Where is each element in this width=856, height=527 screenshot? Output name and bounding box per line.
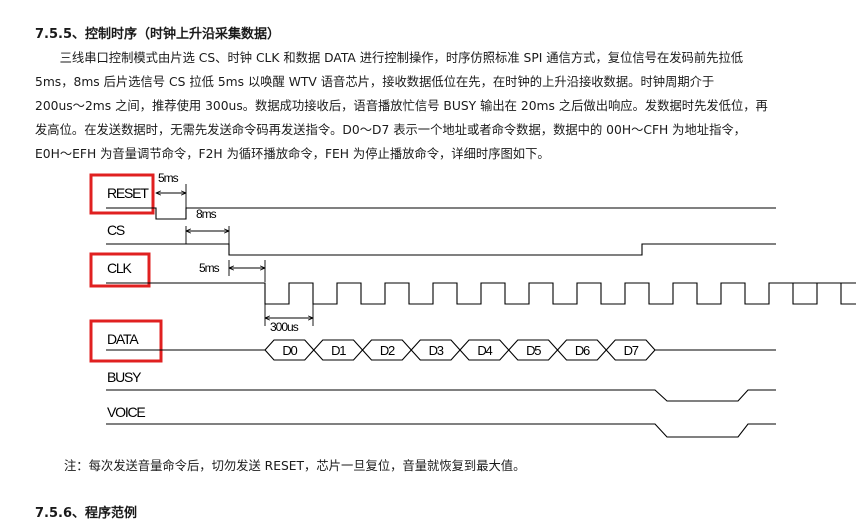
waveform-busy — [106, 389, 776, 402]
highlight-box-reset — [89, 173, 155, 215]
waveform-reset — [106, 207, 776, 220]
data-bit-label: D2 — [380, 343, 395, 358]
data-bit-label: D0 — [282, 343, 297, 358]
highlight-box-data — [89, 319, 163, 363]
signal-label-voice: VOICE — [107, 404, 145, 420]
data-bit-cell — [605, 339, 656, 361]
signal-label-busy: BUSY — [107, 369, 142, 385]
note-text: 注：每次发送音量命令后，切勿发送 RESET，芯片一旦复位，音量就恢复到最大值。 — [64, 459, 526, 473]
data-bit-label: D4 — [477, 343, 492, 358]
data-bits-group: D0 D1 D2 D3 D4 D5 D6 D7 — [264, 339, 656, 361]
data-bit-label: D3 — [429, 343, 444, 358]
paragraph-line: 5ms，8ms 后片选信号 CS 拉低 5ms 以唤醒 WTV 语音芯片，接收数… — [35, 75, 715, 89]
dim-label-reset-low: 5ms — [158, 171, 179, 185]
waveform-voice — [106, 423, 776, 438]
signal-label-cs: CS — [107, 222, 125, 238]
paragraph-line: E0H～EFH 为音量调节命令，F2H 为循环播放命令，FEH 为停止播放命令，… — [35, 147, 550, 161]
section-heading-next: 7.5.6、程序范例 — [35, 506, 138, 521]
paragraph-line: 发高位。在发送数据时，无需先发送命令码再发送指令。D0～D7 表示一个地址或者命… — [35, 123, 746, 137]
paragraph-line: 三线串口控制模式由片选 CS、时钟 CLK 和数据 DATA 进行控制操作，时序… — [35, 51, 744, 65]
data-bit-label: D6 — [575, 343, 590, 358]
data-bit-label: D5 — [526, 343, 541, 358]
signal-label-reset: RESET — [107, 185, 149, 201]
data-bit-label: D1 — [331, 343, 346, 358]
dim-label-reset-to-cs: 8ms — [196, 207, 217, 221]
data-bit-label: D7 — [624, 343, 639, 358]
signal-label-clk: CLK — [107, 260, 132, 276]
paragraph-line: 200us～2ms 之间，推荐使用 300us。数据成功接收后，语音播放忙信号 … — [35, 99, 768, 113]
signal-label-data: DATA — [107, 331, 139, 347]
dim-label-cs-to-clk: 5ms — [199, 261, 220, 275]
waveform-clk — [106, 282, 856, 305]
waveform-cs — [106, 243, 776, 256]
section-heading: 7.5.5、控制时序（时钟上升沿采集数据） — [35, 27, 281, 42]
dim-label-clock-period: 300us — [270, 320, 299, 334]
highlight-box-clk — [89, 252, 151, 288]
